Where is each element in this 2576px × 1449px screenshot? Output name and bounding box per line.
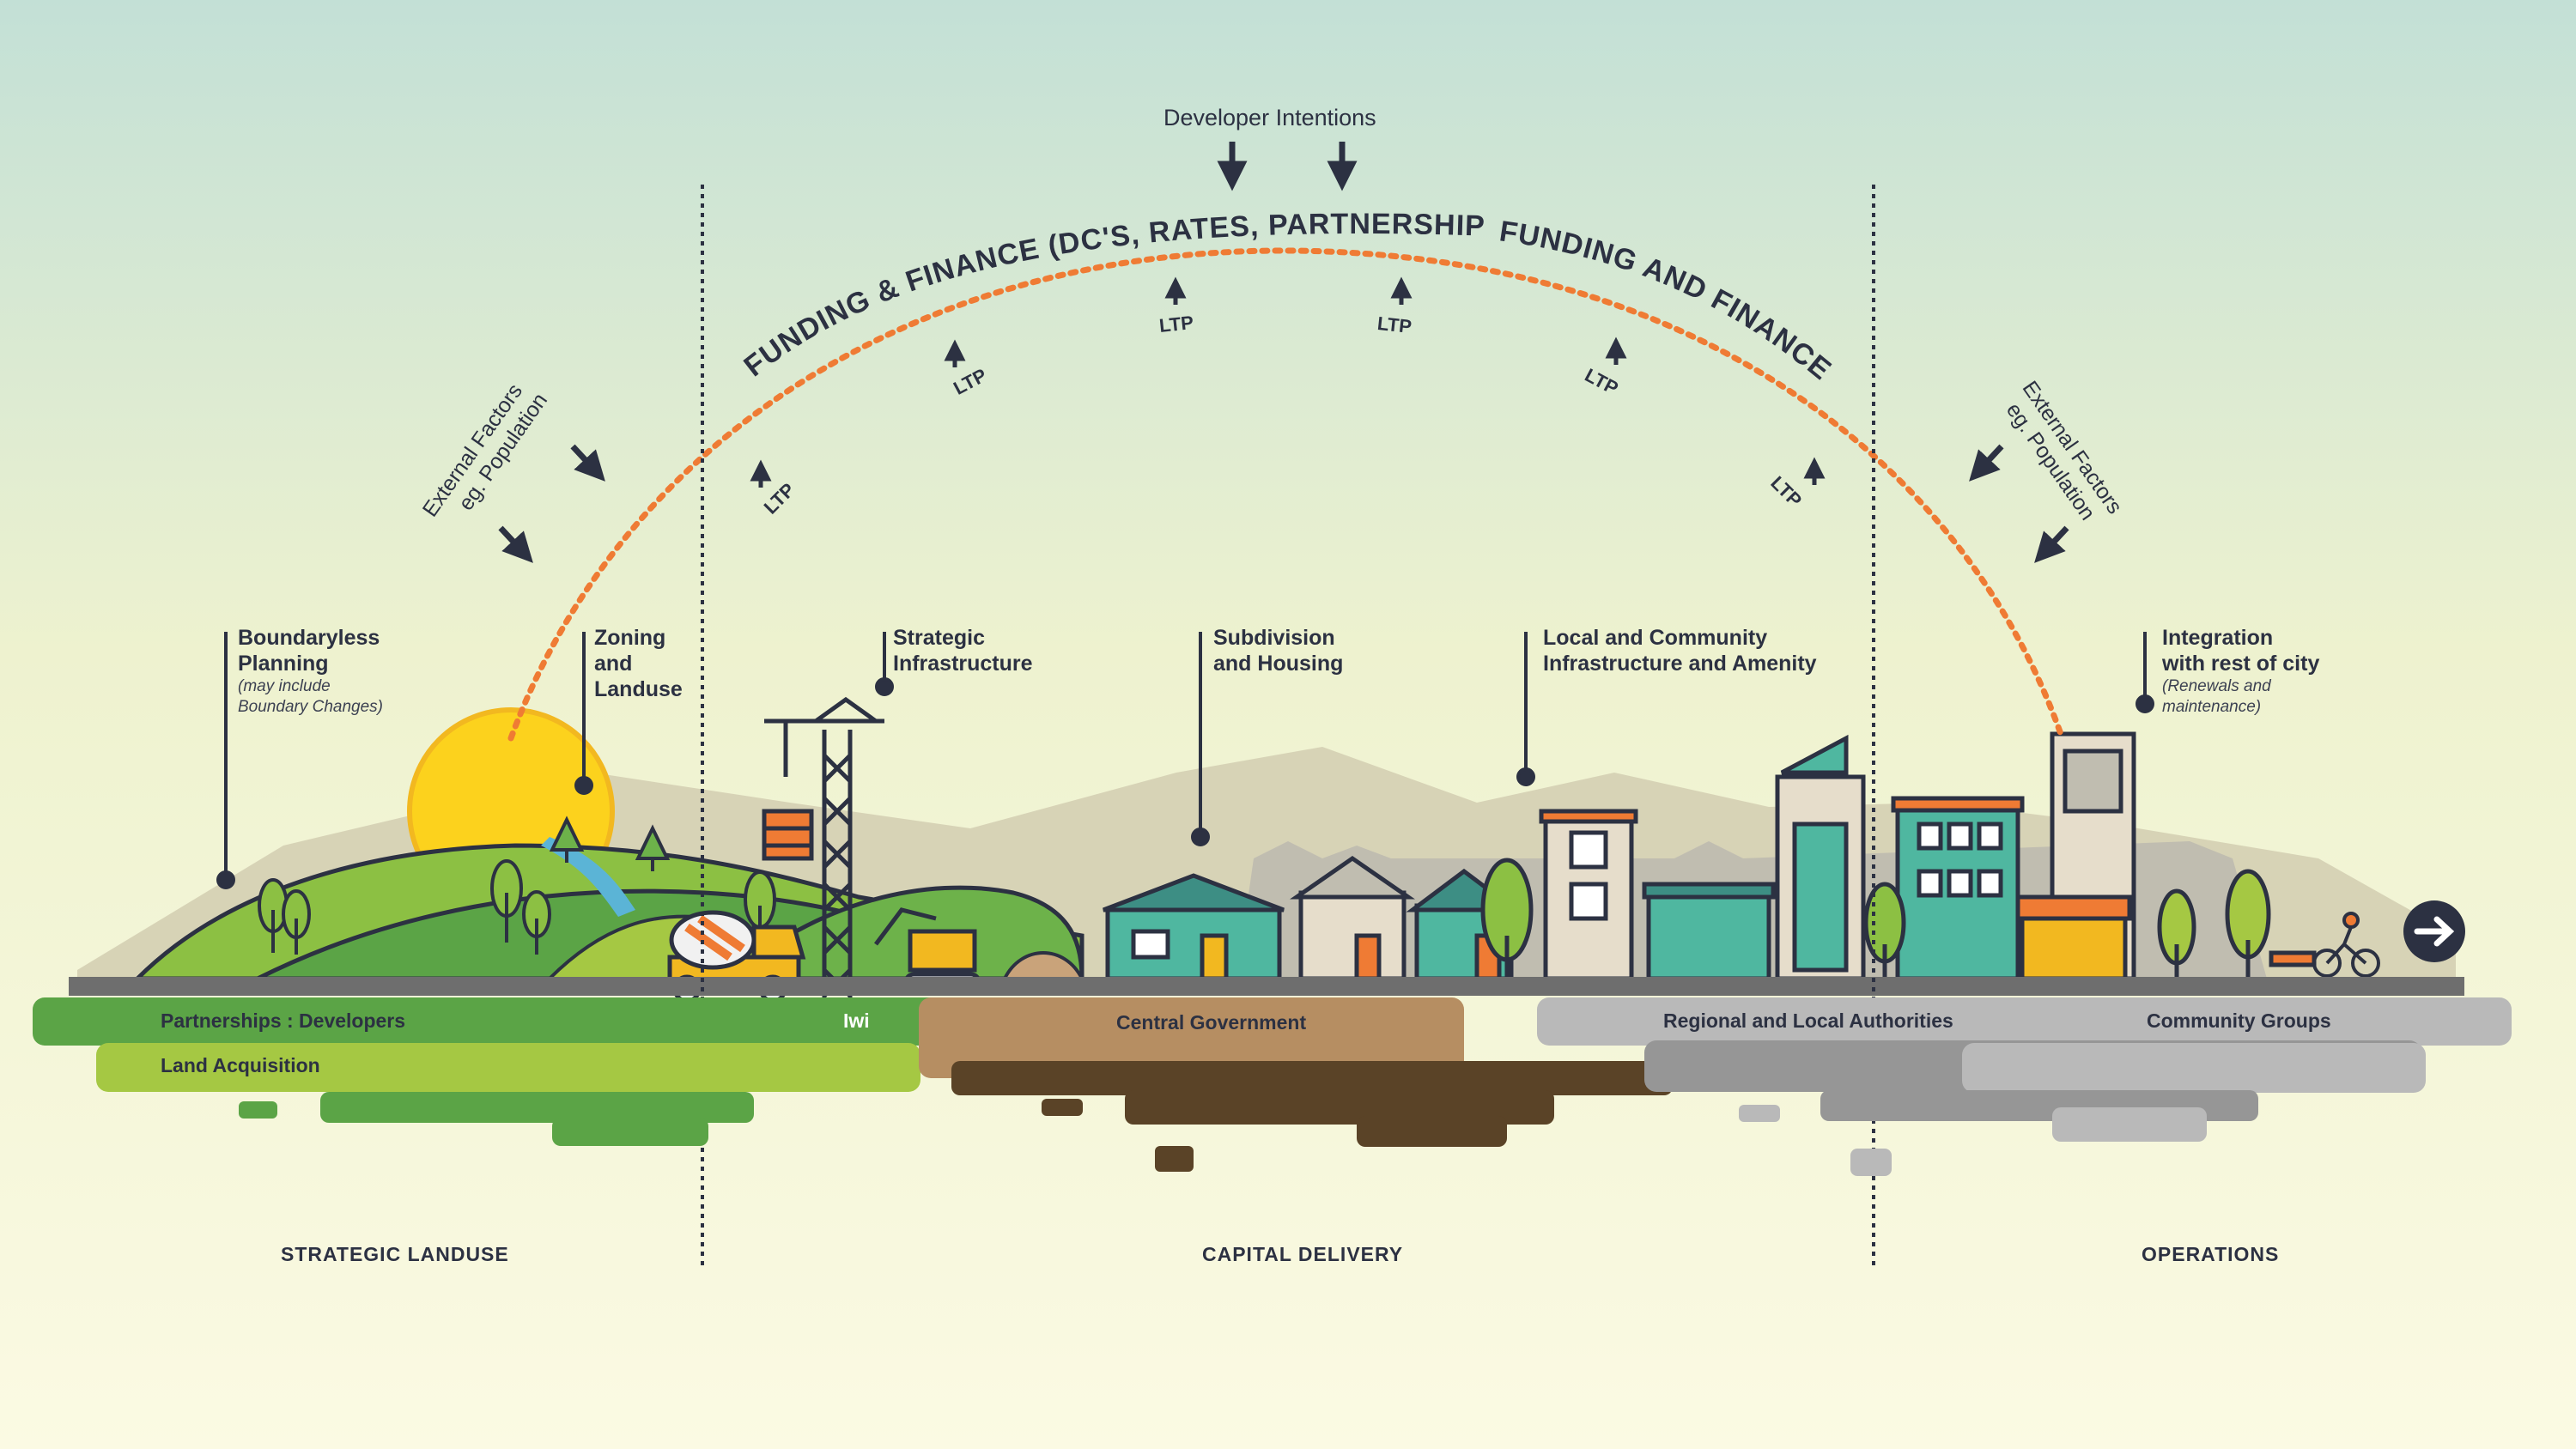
band-community-groups: Community Groups: [2147, 1009, 2331, 1033]
callout-title: Infrastructure: [893, 651, 1033, 676]
band-partnerships-developers: Partnerships : Developers: [161, 1009, 405, 1033]
arrow-right-circle-icon[interactable]: [2403, 900, 2465, 962]
callout-title: Planning: [238, 651, 383, 676]
callout-local-community: Local and Community Infrastructure and A…: [1543, 625, 1817, 676]
band-land-acquisition: Land Acquisition: [161, 1054, 320, 1077]
callout-title: Strategic: [893, 625, 1033, 651]
callout-note: Boundary Changes): [238, 697, 383, 718]
callout-title: Landuse: [594, 676, 683, 702]
callout-note: maintenance): [2162, 697, 2319, 718]
callout-boundaryless-planning: Boundaryless Planning (may include Bound…: [238, 625, 383, 718]
callout-zoning-landuse: Zoning and Landuse: [594, 625, 683, 702]
callout-title: and: [594, 651, 683, 676]
ltp-label: LTP: [1376, 312, 1413, 338]
phase-strategic-landuse: STRATEGIC LANDUSE: [281, 1243, 509, 1266]
callout-integration: Integration with rest of city (Renewals …: [2162, 625, 2319, 718]
callout-note: (may include: [238, 676, 383, 697]
callout-title: with rest of city: [2162, 651, 2319, 676]
callout-title: Infrastructure and Amenity: [1543, 651, 1817, 676]
callout-note: (Renewals and: [2162, 676, 2319, 697]
callout-title: Local and Community: [1543, 625, 1817, 651]
developer-intentions-label: Developer Intentions: [1163, 105, 1376, 131]
callout-subdivision-housing: Subdivision and Housing: [1213, 625, 1343, 676]
phase-operations: OPERATIONS: [2142, 1243, 2279, 1266]
ground-line: [69, 977, 2464, 996]
callout-title: and Housing: [1213, 651, 1343, 676]
callout-title: Integration: [2162, 625, 2319, 651]
band-iwi: Iwi: [843, 1009, 870, 1033]
band-central-government: Central Government: [1116, 1011, 1306, 1034]
phase-capital-delivery: CAPITAL DELIVERY: [1202, 1243, 1403, 1266]
band-regional-local-authorities: Regional and Local Authorities: [1663, 1009, 1953, 1033]
callout-title: Boundaryless: [238, 625, 383, 651]
callout-strategic-infrastructure: Strategic Infrastructure: [893, 625, 1033, 676]
callout-title: Subdivision: [1213, 625, 1343, 651]
ltp-label: LTP: [1158, 312, 1194, 337]
callout-title: Zoning: [594, 625, 683, 651]
